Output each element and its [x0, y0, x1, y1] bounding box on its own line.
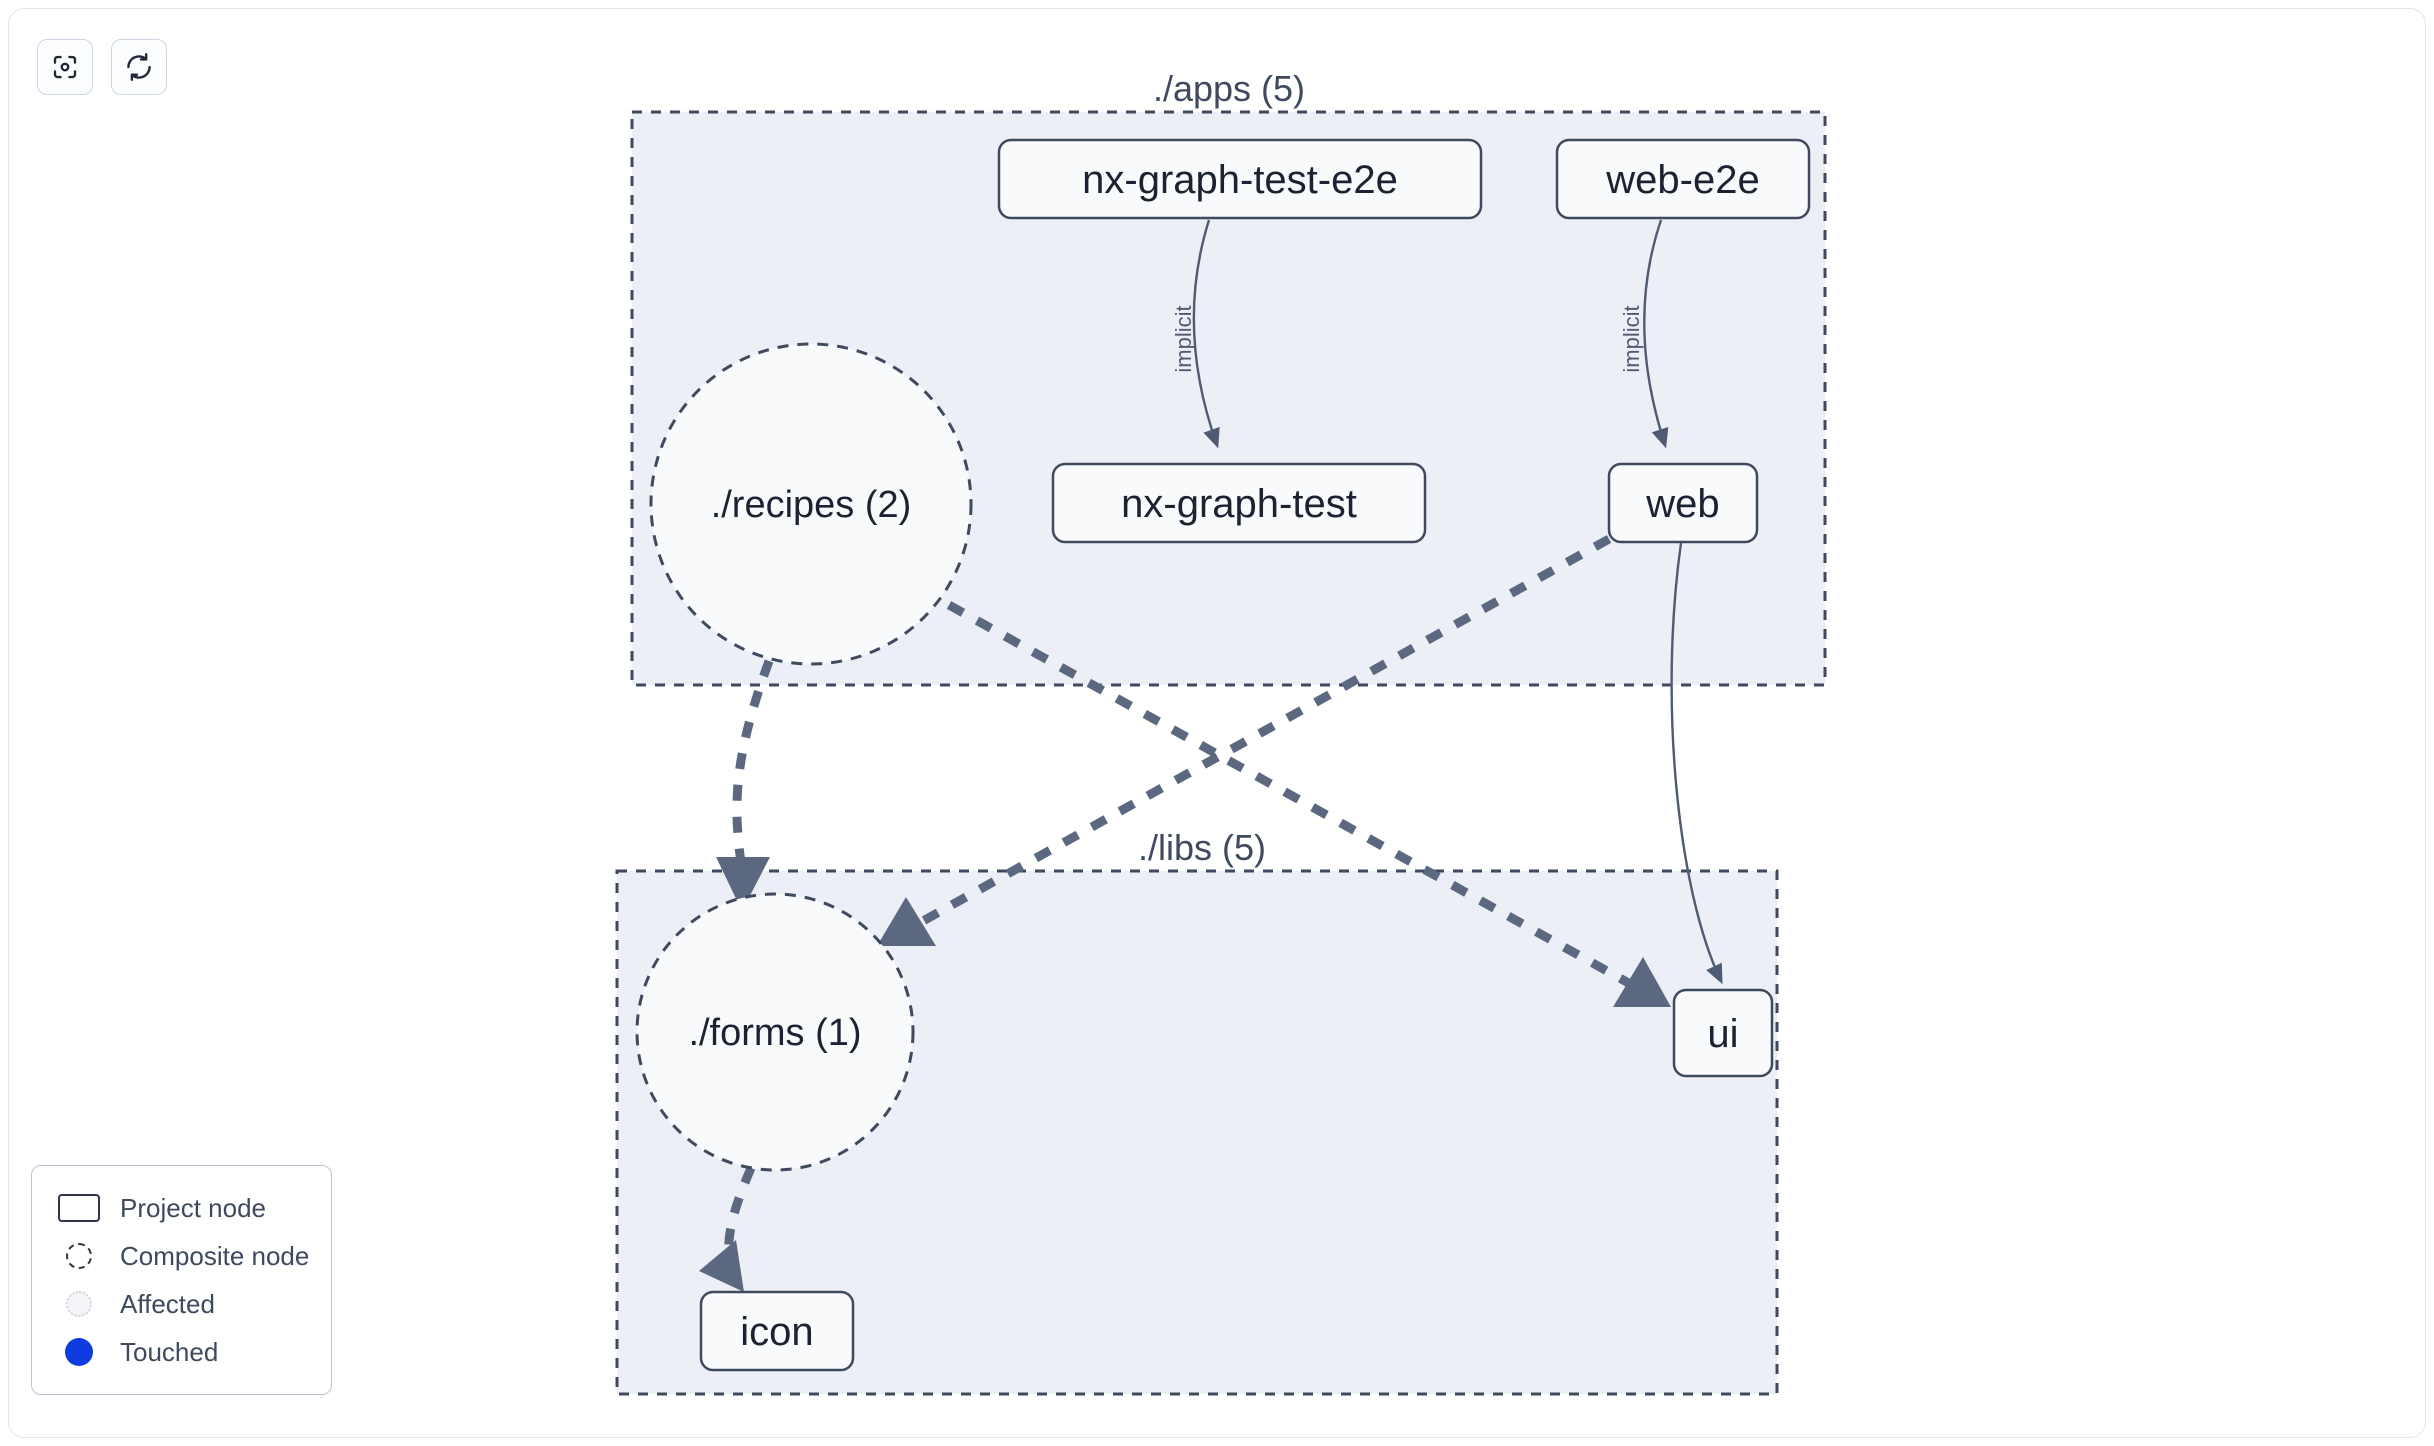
composite-node-forms-circle[interactable] [635, 892, 915, 1172]
project-node-nx-graph-test-label: nx-graph-test [1121, 482, 1357, 526]
refresh-icon [124, 52, 154, 82]
legend-item-project-node: Project node [52, 1184, 309, 1232]
edge-label-implicit-1: implicit [1171, 305, 1196, 372]
project-node-swatch-icon [52, 1194, 106, 1222]
legend-item-composite-node: Composite node [52, 1232, 309, 1280]
focus-graph-button[interactable] [37, 39, 93, 95]
project-node-nx-graph-test-e2e-label: nx-graph-test-e2e [1082, 158, 1398, 202]
legend-label-project-node: Project node [120, 1192, 266, 1223]
composite-node-forms-label: ./forms (1) [688, 1012, 861, 1054]
composite-node-recipes-label: ./recipes (2) [711, 484, 912, 526]
group-apps-label: ./apps (5) [1153, 68, 1305, 109]
legend-label-touched: Touched [120, 1336, 219, 1367]
composite-node-recipes-circle[interactable] [649, 342, 973, 666]
project-node-ui-rect[interactable] [1672, 988, 1774, 1078]
project-node-nx-graph-test-e2e-rect[interactable] [997, 138, 1483, 220]
affected-swatch-icon [52, 1291, 106, 1317]
project-node-web-label: web [1645, 482, 1719, 526]
reload-graph-button[interactable] [111, 39, 167, 95]
group-libs-label: ./libs (5) [1138, 827, 1266, 868]
graph-card: ./apps (5) ./libs (5) [8, 8, 2426, 1438]
legend-item-affected: Affected [52, 1280, 309, 1328]
project-node-ui[interactable]: ui [1672, 988, 1774, 1078]
project-node-web-e2e-rect[interactable] [1555, 138, 1811, 220]
project-node-web-e2e[interactable]: web-e2e [1555, 138, 1811, 220]
touched-swatch-icon [52, 1338, 106, 1366]
edge-recipes-to-ui [946, 601, 1671, 1007]
project-node-web-rect[interactable] [1607, 462, 1759, 544]
project-node-icon-label: icon [740, 1310, 813, 1354]
project-node-nx-graph-test[interactable]: nx-graph-test [1051, 462, 1427, 544]
edge-recipes-to-forms [716, 659, 774, 911]
graph-svg: ./apps (5) ./libs (5) [615, 68, 1827, 1396]
project-node-web[interactable]: web [1607, 462, 1759, 544]
legend-item-touched: Touched [52, 1328, 309, 1376]
project-node-nx-graph-test-e2e[interactable]: nx-graph-test-e2e [997, 138, 1483, 220]
edge-web-to-forms [877, 535, 1612, 946]
graph-toolbar [37, 39, 167, 95]
composite-node-recipes[interactable]: ./recipes (2) [649, 342, 973, 666]
edge-forms-to-icon [699, 1166, 756, 1292]
edge-web-e2e-to-web: implicit [1619, 219, 1669, 449]
legend-label-composite-node: Composite node [120, 1240, 310, 1271]
graph-legend: Project node Composite node Affected Tou… [31, 1165, 333, 1395]
project-node-web-e2e-label: web-e2e [1605, 158, 1759, 202]
legend-label-affected: Affected [120, 1288, 215, 1319]
composite-node-swatch-icon [52, 1243, 106, 1269]
edge-web-to-ui [1670, 542, 1723, 985]
project-graph-canvas[interactable]: ./apps (5) ./libs (5) [9, 9, 2425, 1437]
project-node-icon-rect[interactable] [699, 1290, 855, 1372]
focus-target-icon [50, 52, 80, 82]
edge-label-implicit-2: implicit [1619, 305, 1644, 372]
edge-nx-graph-test-e2e-to-nx-graph-test: implicit [1171, 219, 1220, 449]
project-node-icon[interactable]: icon [699, 1290, 855, 1372]
project-node-ui-label: ui [1707, 1012, 1738, 1056]
composite-node-forms[interactable]: ./forms (1) [635, 892, 915, 1172]
project-node-nx-graph-test-rect[interactable] [1051, 462, 1427, 544]
